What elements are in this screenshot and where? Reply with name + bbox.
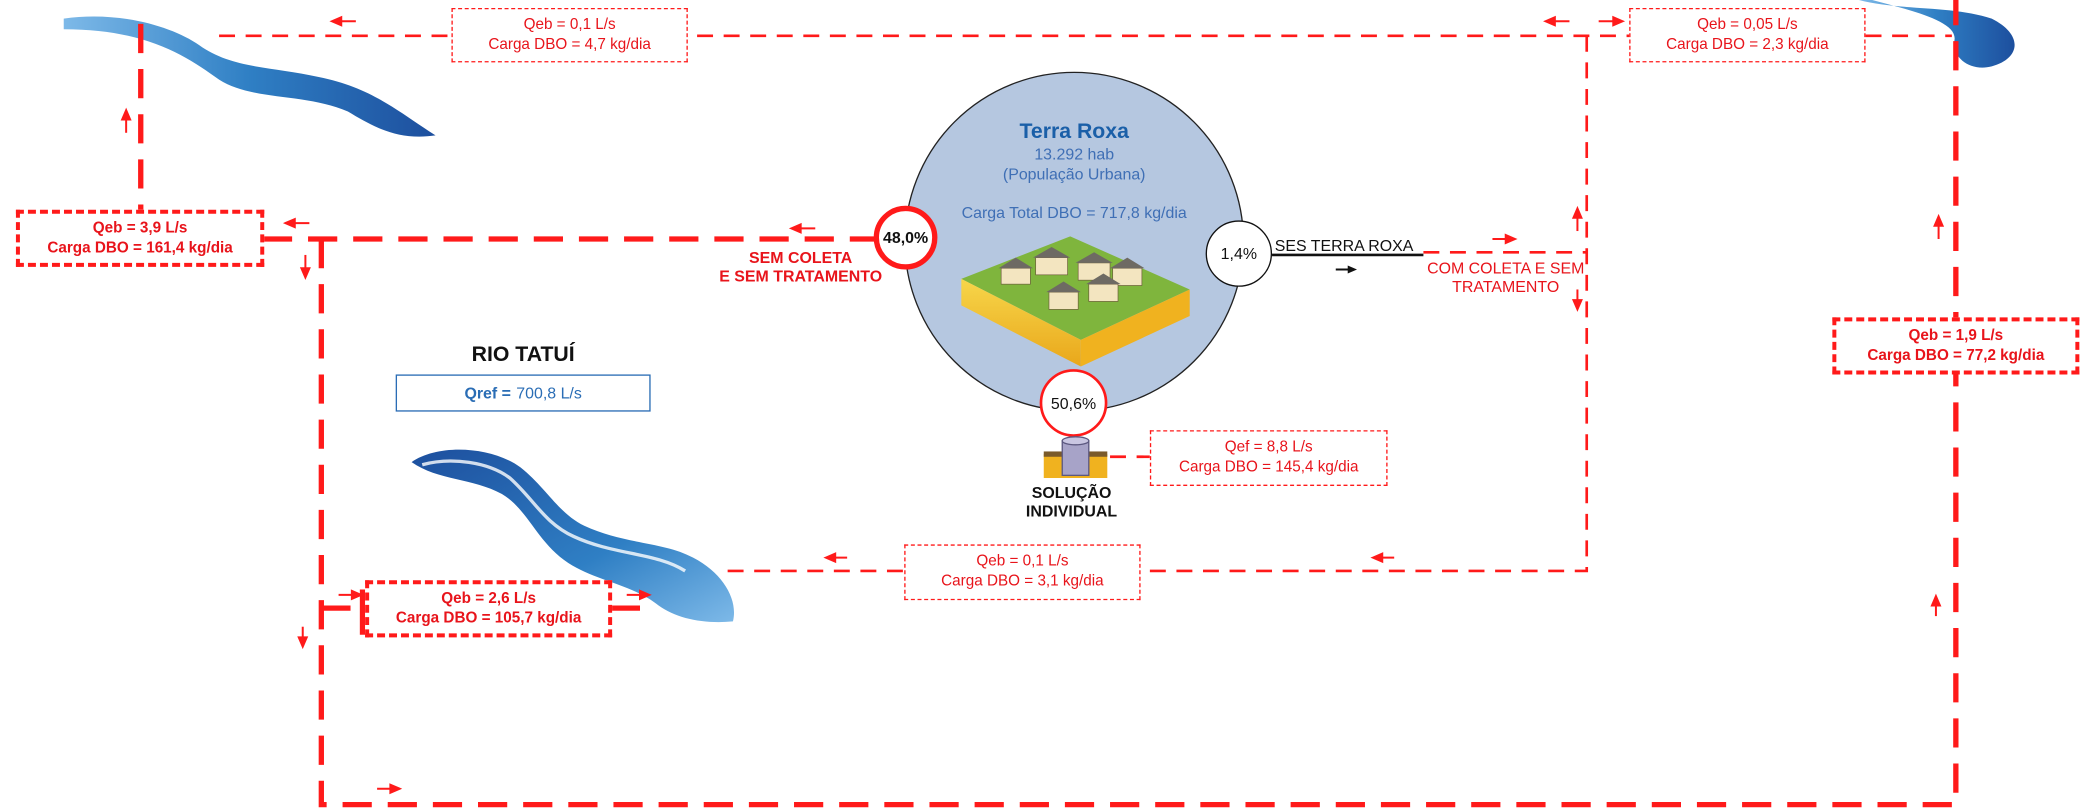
flow-box-left: Qeb = 3,9 L/s Carga DBO = 161,4 kg/dia xyxy=(15,209,265,267)
flow-box-bottom-mid-load: Carga DBO = 3,1 kg/dia xyxy=(941,573,1104,590)
label-solucao-line1: SOLUÇÃO xyxy=(1031,483,1112,502)
qref-box: Qref = 700,8 L/s xyxy=(395,374,651,412)
flow-box-right: Qeb = 1,9 L/s Carga DBO = 77,2 kg/dia xyxy=(1832,317,2080,375)
city-population: 13.292 hab xyxy=(1034,144,1115,164)
label-solucao-individual: SOLUÇÃO INDIVIDUAL xyxy=(999,483,1145,521)
label-com-coleta: COM COLETA E SEM TRATAMENTO xyxy=(1421,259,1591,296)
label-sem-coleta-line1: SEM COLETA xyxy=(749,248,853,267)
flow-box-top-right: Qeb = 0,05 L/s Carga DBO = 2,3 kg/dia xyxy=(1629,7,1866,63)
label-ses: SES TERRA ROXA xyxy=(1274,236,1414,255)
flow-box-top-right-q: Qeb = 0,05 L/s xyxy=(1697,16,1798,33)
label-sem-coleta: SEM COLETA E SEM TRATAMENTO xyxy=(712,248,890,285)
houses-illustration xyxy=(961,236,1190,367)
city-name: Terra Roxa xyxy=(1019,120,1129,144)
flow-box-individual: Qef = 8,8 L/s Carga DBO = 145,4 kg/dia xyxy=(1149,430,1388,486)
flow-box-right-load: Carga DBO = 77,2 kg/dia xyxy=(1867,347,2045,364)
flow-box-top-left-q: Qeb = 0,1 L/s xyxy=(523,16,616,33)
label-com-coleta-line2: TRATAMENTO xyxy=(1452,277,1560,297)
flow-box-bottom-mid: Qeb = 0,1 L/s Carga DBO = 3,1 kg/dia xyxy=(904,544,1141,601)
percent-ses: 1,4% xyxy=(1205,220,1273,287)
flow-box-top-left-load: Carga DBO = 4,7 kg/dia xyxy=(488,36,651,53)
city-total-load: Carga Total DBO = 717,8 kg/dia xyxy=(961,203,1187,222)
flow-box-right-q: Qeb = 1,9 L/s xyxy=(1908,327,2004,344)
river-top-left xyxy=(63,16,436,137)
percent-no-collection: 48,0% xyxy=(873,205,938,270)
flow-box-bottom-left-load: Carga DBO = 105,7 kg/dia xyxy=(395,610,582,627)
flow-box-top-left: Qeb = 0,1 L/s Carga DBO = 4,7 kg/dia xyxy=(451,7,688,63)
flow-box-individual-q: Qef = 8,8 L/s xyxy=(1224,439,1313,456)
flow-box-top-right-load: Carga DBO = 2,3 kg/dia xyxy=(1666,36,1829,53)
flow-box-left-q: Qeb = 3,9 L/s xyxy=(92,219,188,236)
flow-box-bottom-mid-q: Qeb = 0,1 L/s xyxy=(976,553,1069,570)
label-solucao-line2: INDIVIDUAL xyxy=(1025,502,1118,522)
river-top-right xyxy=(1858,0,2015,68)
percent-individual: 50,6% xyxy=(1039,369,1108,437)
flow-box-bottom-left-q: Qeb = 2,6 L/s xyxy=(441,590,536,607)
flow-box-left-load: Carga DBO = 161,4 kg/dia xyxy=(47,239,233,256)
qref-value: 700,8 L/s xyxy=(516,383,582,403)
flow-box-individual-load: Carga DBO = 145,4 kg/dia xyxy=(1178,459,1359,476)
river-name: RIO TATUÍ xyxy=(471,343,575,367)
qref-key: Qref = xyxy=(464,383,511,403)
city-population-note: (População Urbana) xyxy=(1002,164,1146,184)
septic-tank-icon xyxy=(1043,436,1108,479)
label-sem-coleta-line2: E SEM TRATAMENTO xyxy=(719,266,883,286)
flow-box-bottom-left: Qeb = 2,6 L/s Carga DBO = 105,7 kg/dia xyxy=(365,580,613,638)
label-com-coleta-line1: COM COLETA E SEM xyxy=(1427,258,1585,278)
